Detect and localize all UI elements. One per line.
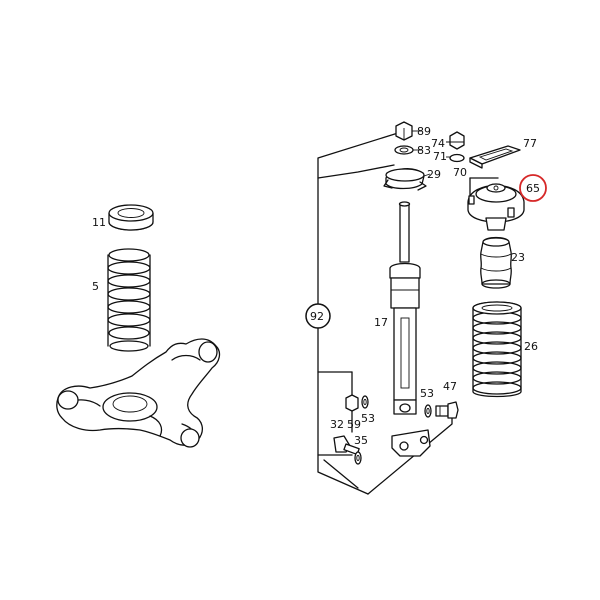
coil-spring — [107, 248, 151, 352]
label-5: 5 — [92, 280, 99, 293]
label-59: 59 — [347, 418, 361, 431]
highlight-circle — [519, 174, 547, 202]
label-71: 71 — [433, 150, 447, 163]
label-92: 92 — [310, 310, 324, 323]
label-11: 11 — [92, 216, 106, 229]
label-23: 23 — [511, 251, 525, 264]
control-arm — [56, 338, 221, 448]
washer-71 — [449, 153, 465, 163]
washer-53-left — [361, 395, 369, 409]
part-labels: 89 83 29 74 71 70 77 65 11 5 92 17 23 26… — [92, 125, 540, 447]
washer-35 — [354, 451, 362, 465]
label-29: 29 — [427, 168, 441, 181]
nut-74 — [449, 131, 465, 150]
label-70: 70 — [453, 166, 467, 179]
callout-circle-92 — [305, 303, 331, 329]
label-77: 77 — [523, 137, 537, 150]
label-89: 89 — [417, 125, 431, 138]
cover-plate — [469, 145, 521, 169]
label-83: 83 — [417, 144, 431, 157]
washer-53-right — [424, 404, 432, 418]
bump-stop — [480, 236, 512, 289]
label-74: 74 — [431, 137, 445, 150]
dust-boot — [472, 301, 522, 398]
label-17: 17 — [374, 316, 388, 329]
leader-lines — [412, 130, 464, 177]
bolt-47 — [435, 401, 459, 419]
nut-53-left — [345, 394, 359, 412]
label-26: 26 — [524, 340, 538, 353]
label-65: 65 — [526, 182, 540, 195]
shock-absorber — [389, 201, 431, 457]
spring-seat-pad — [108, 204, 154, 231]
label-47: 47 — [443, 380, 457, 393]
bolt-32 — [333, 435, 360, 456]
label-53-lower: 53 — [361, 412, 375, 425]
strut-bearing — [383, 168, 427, 191]
strut-mount — [467, 177, 525, 231]
washer-83 — [394, 145, 414, 155]
label-32: 32 — [330, 418, 344, 431]
label-53-upper: 53 — [420, 387, 434, 400]
label-35: 35 — [354, 434, 368, 447]
nut-89 — [395, 121, 413, 141]
